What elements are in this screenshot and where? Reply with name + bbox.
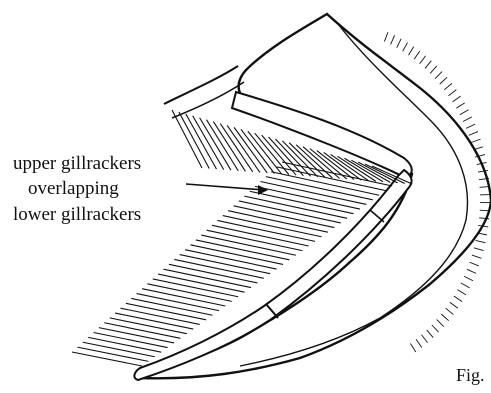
filament-tick bbox=[466, 124, 475, 128]
lower-raker-line bbox=[180, 255, 271, 274]
outer-gill-band bbox=[140, 14, 491, 378]
filament-tick bbox=[472, 255, 481, 258]
filament-tick bbox=[384, 32, 388, 41]
filament-tick bbox=[416, 339, 422, 347]
filament-tick bbox=[474, 248, 484, 251]
label-lower-gillrackers: lower gillrackers bbox=[13, 205, 141, 224]
filament-tick bbox=[471, 139, 480, 142]
lower-raker-line bbox=[266, 177, 373, 200]
lower-raker-line bbox=[201, 235, 296, 255]
upper-raker-line bbox=[193, 116, 224, 170]
filament-tick bbox=[467, 269, 476, 273]
lower-raker-line bbox=[77, 347, 148, 361]
upper-raker-line bbox=[186, 114, 217, 169]
upper-raker-line bbox=[200, 118, 231, 170]
lower-raker-line bbox=[239, 201, 341, 223]
upper-arch-bar bbox=[232, 92, 412, 178]
filament-tick bbox=[397, 39, 401, 48]
lower-raker-line bbox=[260, 181, 366, 204]
filament-tick bbox=[464, 276, 473, 280]
filament-tick bbox=[410, 344, 415, 352]
filament-tick bbox=[430, 66, 437, 73]
lower-raker-line bbox=[234, 206, 335, 228]
lower-raker-line bbox=[99, 328, 174, 343]
label-upper-gillrackers: upper gillrackers bbox=[13, 154, 141, 173]
filament-tick bbox=[435, 72, 442, 79]
filament-tick bbox=[470, 262, 479, 266]
filament-tick bbox=[450, 302, 458, 308]
lower-raker-line bbox=[94, 333, 168, 348]
filament-tick bbox=[446, 308, 454, 314]
filament-tick bbox=[457, 290, 465, 295]
upper-raker-line bbox=[179, 112, 209, 169]
filament-tick bbox=[420, 56, 426, 64]
lower-raker-line bbox=[88, 337, 161, 352]
filament-tick bbox=[478, 170, 488, 172]
filament-tick bbox=[414, 51, 420, 59]
filament-tick bbox=[427, 330, 433, 338]
filament-tick bbox=[437, 320, 444, 327]
lower-raker-line bbox=[255, 186, 360, 209]
filament-tick bbox=[456, 103, 464, 108]
filament-tick bbox=[480, 210, 490, 211]
filament-tick bbox=[461, 283, 470, 288]
operculum-line bbox=[164, 66, 238, 104]
filament-tick bbox=[409, 47, 414, 56]
filament-tick bbox=[463, 117, 472, 122]
lower-raker-line bbox=[244, 196, 347, 218]
filament-tick bbox=[421, 335, 427, 343]
label-overlapping: overlapping bbox=[28, 179, 119, 198]
lower-raker-line bbox=[271, 172, 379, 195]
lower-arch-bar bbox=[134, 170, 411, 380]
filament-tick bbox=[391, 35, 395, 44]
filament-tick bbox=[444, 83, 452, 89]
lower-raker-line bbox=[174, 259, 263, 278]
filament-tick bbox=[454, 296, 462, 302]
lower-raker-line bbox=[196, 240, 290, 260]
lower-raker-line bbox=[212, 225, 309, 246]
lower-raker-line bbox=[228, 211, 328, 232]
filament-tick bbox=[403, 43, 408, 52]
lower-raker-line bbox=[207, 230, 303, 250]
filament-tick bbox=[469, 132, 478, 136]
pointer-arrow-line bbox=[186, 184, 264, 190]
lower-raker-line bbox=[83, 342, 155, 357]
lower-raker-line bbox=[250, 191, 354, 213]
lower-raker-line bbox=[185, 250, 277, 269]
filament-tick bbox=[441, 314, 448, 321]
lower-raker-line bbox=[190, 245, 283, 265]
lower-raker-line bbox=[223, 216, 322, 237]
upper-raker-line bbox=[172, 110, 202, 168]
pointer-arrow-head bbox=[258, 185, 268, 195]
lower-raker-line bbox=[72, 352, 142, 366]
filament-tick bbox=[453, 96, 461, 102]
filament-tick bbox=[460, 110, 469, 115]
figure-caption: Fig. bbox=[456, 366, 485, 384]
filament-tick bbox=[476, 240, 486, 242]
lower-raker-line bbox=[217, 220, 315, 241]
filament-tick bbox=[425, 61, 431, 69]
filament-tick bbox=[432, 325, 439, 332]
filament-tick bbox=[440, 77, 447, 84]
filament-tick bbox=[448, 90, 456, 96]
